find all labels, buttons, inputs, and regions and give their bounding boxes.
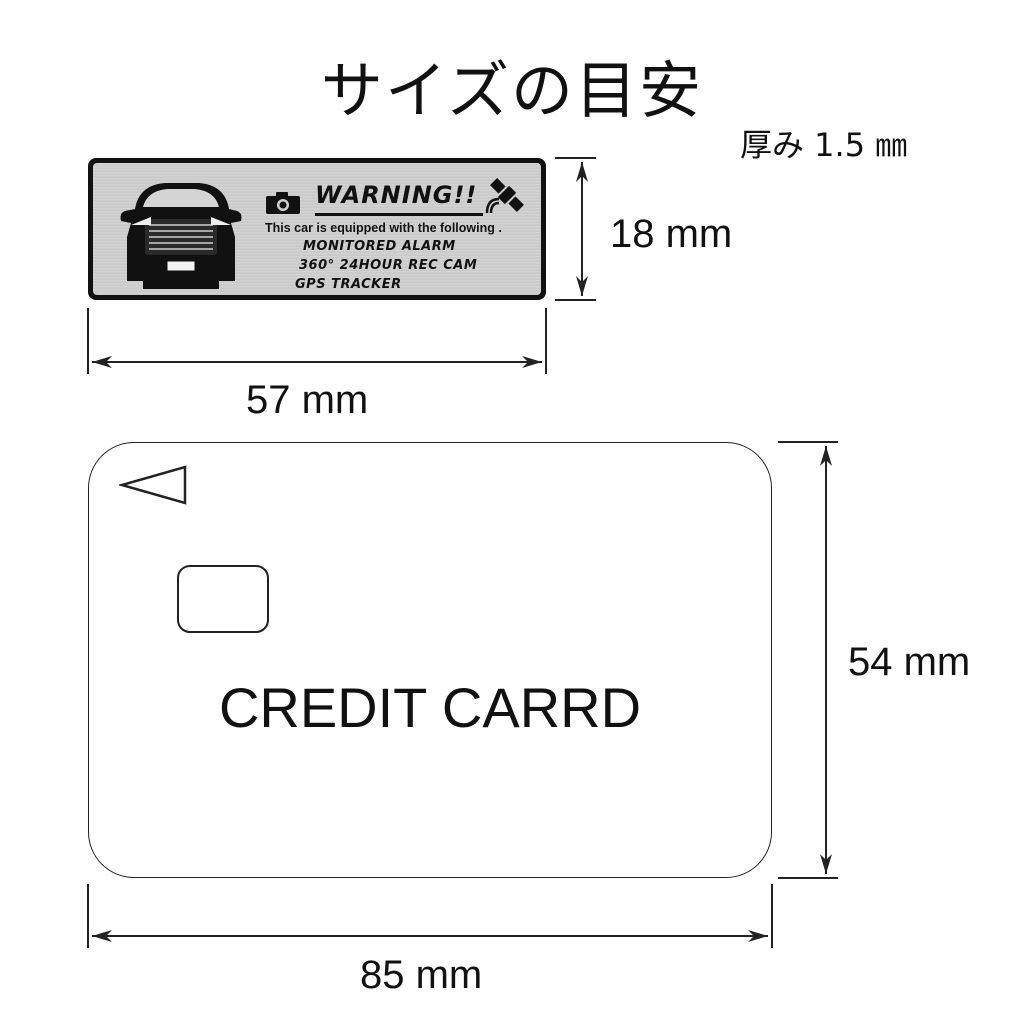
satellite-icon [485, 178, 524, 214]
card-text: CREDIT CARRD [218, 676, 642, 739]
plate-subheading: This car is equipped with the following … [265, 221, 502, 235]
car-front-icon [120, 183, 242, 289]
heading-underline [315, 213, 483, 216]
plate-item: MONITORED ALARM [303, 239, 456, 254]
plate-item: GPS TRACKER [295, 277, 402, 292]
camera-icon [266, 192, 300, 214]
card-height-label: 54 mm [848, 640, 971, 684]
plate-height-label: 18 mm [610, 212, 733, 256]
credit-card: CREDIT CARRD [88, 442, 772, 878]
page-title: サイズの目安 [320, 54, 704, 127]
chip-icon [177, 565, 269, 633]
warning-heading: WARNING!! [315, 181, 478, 209]
insert-arrow-icon [119, 465, 187, 505]
plate-face: WARNING!! This car is equipped with the … [93, 163, 541, 295]
plate-item: 360° 24HOUR REC CAM [299, 258, 478, 273]
thickness-label: 厚み 1.5 ㎜ [740, 126, 908, 164]
plate-width-label: 57 mm [246, 378, 369, 422]
warning-plate: WARNING!! This car is equipped with the … [88, 158, 546, 300]
card-width-label: 85 mm [360, 953, 483, 997]
